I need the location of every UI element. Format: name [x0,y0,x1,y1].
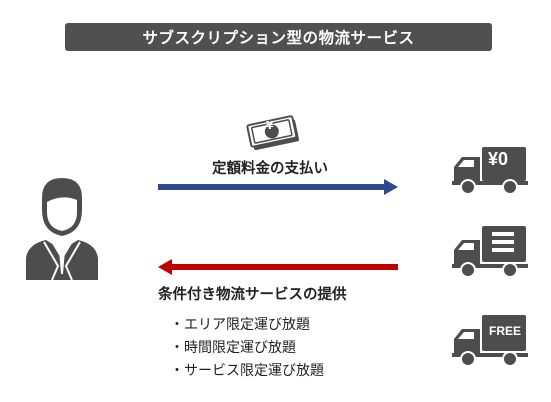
truck-free-text: FREE [489,324,522,338]
payment-arrow [158,179,398,195]
truck-free-icon [452,315,528,367]
condition-area: ・エリア限定運び放題 [170,317,310,333]
page-title: サブスクリプション型の物流サービス [65,23,492,51]
truck-price-text: ¥0 [488,149,509,169]
condition-time: ・時間限定運び放題 [170,340,296,356]
condition-service: ・サービス限定運び放題 [170,363,324,379]
truck-list-icon [452,226,528,278]
person-icon [26,178,98,281]
payment-label: 定額料金の支払い [212,161,328,177]
money-icon [246,115,300,151]
yen-symbol: ¥ [266,119,274,132]
service-label: 条件付き物流サービスの提供 [158,287,347,303]
truck-yen-zero-icon [452,147,528,195]
service-arrow [158,259,398,275]
